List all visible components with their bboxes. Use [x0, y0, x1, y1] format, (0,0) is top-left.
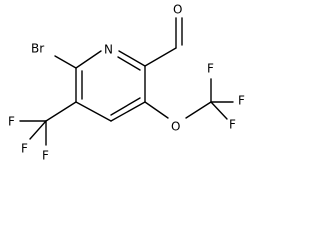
bond-c6-br [54, 55, 77, 69]
atom-aldehyde-oxygen-label: O [173, 3, 182, 17]
bond-n-c6 [75, 50, 102, 69]
bond-n-c2 [118, 50, 146, 67]
bond-c2-cho [144, 47, 177, 67]
atom-ocf3-fluorine-right-label: F [238, 94, 245, 108]
atom-nitrogen-label: N [104, 43, 113, 57]
atom-ocf3-fluorine-bottom-label: F [229, 118, 236, 132]
atom-bromine-label: Br [31, 42, 44, 56]
bond-c4-c5 [75, 101, 112, 122]
bond-cf3-f-bottom-left [29, 120, 47, 140]
bond-c3-o [144, 101, 169, 119]
atom-cf3-fluorine-left-label: F [8, 115, 15, 129]
bond-n-c2-double [117, 56, 141, 71]
bond-ocf3-f-bottom [210, 101, 228, 120]
atom-cf3-fluorine-bottom-label: F [42, 149, 49, 163]
atom-cf3-fluorine-bottom-left-label: F [21, 142, 28, 156]
bond-c5-cf3 [45, 101, 77, 122]
bond-c3-c4-double [110, 97, 141, 116]
atom-ether-oxygen-label: O [171, 120, 180, 134]
molecule-structure: Br N O O F F F F F F [8, 3, 245, 163]
atom-ocf3-fluorine-top-label: F [207, 62, 214, 76]
bond-c3-c4 [110, 101, 146, 122]
bond-o-cf3 [185, 101, 212, 119]
